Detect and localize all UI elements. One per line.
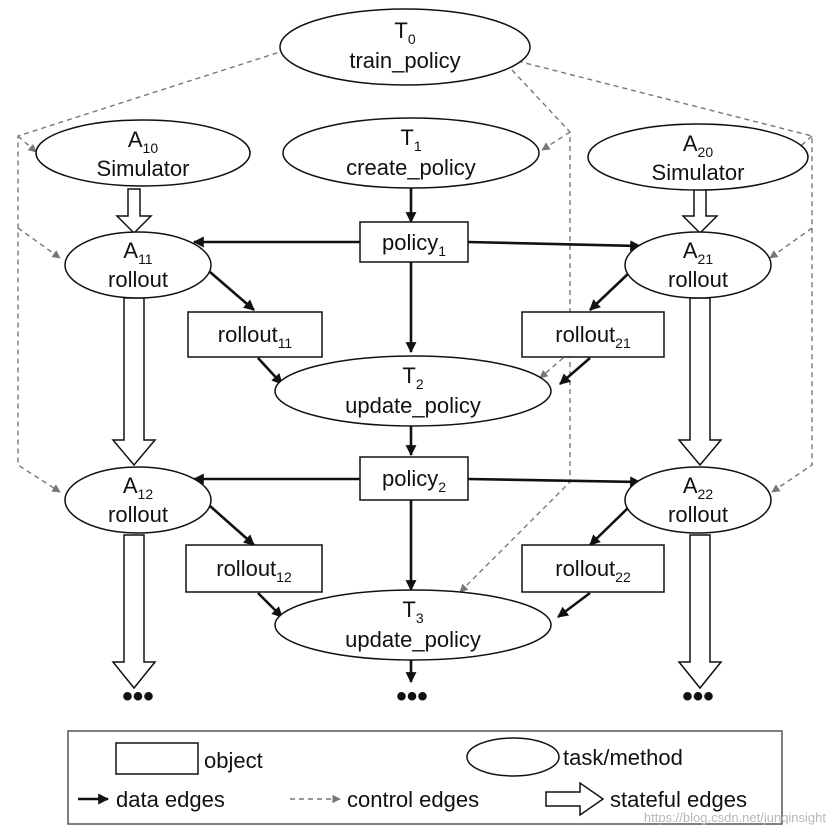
continuation-right: ••• (682, 680, 714, 713)
legend-object-swatch (115, 742, 199, 775)
legend: object task/method data edges control ed… (67, 730, 783, 825)
data-edge (589, 507, 629, 546)
stateful-edge (677, 534, 723, 690)
control-edge (539, 351, 571, 379)
data-edges (192, 188, 642, 684)
stateful-edge (681, 188, 719, 235)
data-edge (589, 271, 631, 311)
node-a21: A21 rollout (624, 231, 772, 299)
node-a10: A10 Simulator (35, 119, 251, 187)
task-ellipse (274, 355, 552, 427)
node-policy2: policy2 (359, 456, 469, 501)
data-edge (559, 357, 591, 385)
object-box (521, 311, 665, 358)
node-name: rollout (108, 502, 168, 527)
node-label: policy1 (382, 230, 446, 259)
stateful-edge (115, 188, 153, 235)
legend-stateful-edge-label: stateful edges (610, 787, 747, 812)
task-ellipse (587, 123, 809, 191)
node-name: rollout (108, 267, 168, 292)
task-ellipse (35, 119, 251, 187)
node-rollout21: rollout21 (521, 311, 665, 358)
control-edge (17, 135, 37, 153)
control-edge (769, 227, 813, 259)
node-label: policy2 (382, 466, 446, 495)
node-policy1: policy1 (359, 221, 469, 263)
node-t1: T1 create_policy (282, 117, 540, 189)
object-box (359, 456, 469, 501)
task-ellipse (282, 117, 540, 189)
node-name: Simulator (97, 156, 190, 181)
legend-stateful-edge-swatch (545, 781, 605, 817)
task-ellipse (624, 466, 772, 534)
stateful-edge (111, 297, 157, 467)
node-label: A21 (683, 238, 713, 267)
stateful-edge (677, 297, 723, 467)
node-rollout22: rollout22 (521, 544, 665, 593)
continuation-center: ••• (396, 680, 428, 713)
control-edge (541, 131, 571, 151)
node-name: rollout (668, 267, 728, 292)
object-box (521, 544, 665, 593)
node-label: A12 (123, 473, 153, 502)
node-label: T0 (394, 18, 415, 47)
node-name: Simulator (652, 160, 745, 185)
task-ellipse (274, 589, 552, 661)
node-t2: T2 update_policy (274, 355, 552, 427)
stateful-edges (111, 188, 723, 690)
node-label: A11 (123, 238, 152, 267)
node-name: update_policy (345, 393, 481, 418)
node-label: T3 (402, 597, 423, 626)
legend-task-label: task/method (563, 745, 683, 770)
control-edge (17, 227, 61, 259)
node-label: T1 (400, 125, 421, 154)
control-edge (17, 49, 287, 493)
continuation-left: ••• (122, 680, 154, 713)
node-a20: A20 Simulator (587, 123, 809, 191)
legend-task-swatch (466, 737, 560, 777)
control-edges (17, 49, 813, 593)
object-box (185, 544, 323, 593)
node-label: rollout22 (555, 556, 631, 585)
watermark: https://blog.csdn.net/junqinsight (644, 810, 827, 825)
legend-object-label: object (204, 748, 263, 773)
control-edge (473, 49, 813, 493)
object-box (187, 311, 323, 358)
node-label: A20 (683, 131, 713, 160)
node-t3: T3 update_policy (274, 589, 552, 661)
node-label: A22 (683, 473, 713, 502)
data-edge (467, 476, 642, 488)
node-a12: A12 rollout (64, 466, 212, 534)
task-ellipse (279, 8, 531, 86)
data-edge (467, 240, 642, 252)
node-label: rollout12 (216, 556, 292, 585)
node-t0: T0 train_policy (279, 8, 531, 86)
node-rollout11: rollout11 (187, 311, 323, 358)
node-label: rollout11 (218, 322, 293, 351)
node-name: create_policy (346, 155, 476, 180)
node-name: train_policy (349, 48, 460, 73)
data-edge (257, 357, 283, 385)
node-label: T2 (402, 363, 423, 392)
data-edge (209, 505, 255, 546)
legend-data-edge-label: data edges (116, 787, 225, 812)
node-a22: A22 rollout (624, 466, 772, 534)
node-label: A10 (128, 127, 158, 156)
task-ellipse (64, 466, 212, 534)
data-edge (257, 592, 283, 618)
data-edge (209, 271, 255, 311)
stateful-edge (111, 534, 157, 690)
task-ellipse (64, 231, 212, 299)
object-box (359, 221, 469, 263)
data-edge (557, 591, 591, 619)
node-rollout12: rollout12 (185, 544, 323, 593)
node-name: rollout (668, 502, 728, 527)
node-a11: A11 rollout (64, 231, 212, 299)
node-label: rollout21 (555, 322, 631, 351)
node-name: update_policy (345, 627, 481, 652)
legend-control-edge-label: control edges (347, 787, 479, 812)
task-ellipse (624, 231, 772, 299)
